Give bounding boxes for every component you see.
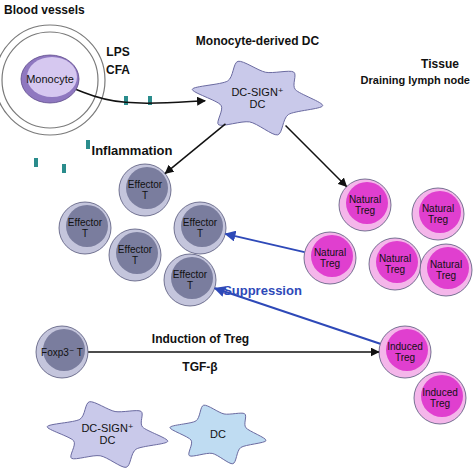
node-label: DC-SIGN⁺ DC — [227, 85, 289, 109]
node-label: Effector T — [114, 244, 156, 266]
dendritic-cell: DC-SIGN⁺ DC — [45, 396, 170, 472]
t-cell: Effector T — [118, 163, 172, 217]
node-label: Monocyte-derived DC — [196, 35, 319, 48]
annotation: LPS — [106, 45, 129, 59]
t-cell: Effector T — [163, 253, 217, 307]
node-label: Natural Treg — [309, 247, 351, 269]
node-label: DC — [187, 428, 249, 440]
treg-cell: Natural Treg — [338, 178, 392, 232]
treg-cell: Induced Treg — [378, 325, 432, 379]
dendritic-cell: DC — [168, 400, 268, 468]
edge-label: Induction of Treg — [152, 332, 249, 346]
annotation: TGF-β — [182, 360, 217, 374]
annotation: CFA — [106, 63, 130, 77]
annotation: Inflammation — [92, 143, 173, 158]
annotation: Tissue — [421, 57, 459, 71]
treg-cell: Natural Treg — [419, 243, 473, 297]
treg-cell: Natural Treg — [368, 237, 422, 291]
treg-cell: Natural Treg — [411, 187, 465, 241]
t-cell: Foxp3⁻ T — [35, 325, 89, 379]
arrow — [88, 351, 379, 353]
node-label: Monocyte — [21, 73, 79, 85]
suppression-arrow — [226, 234, 305, 252]
annotation: Draining lymph node — [361, 74, 470, 86]
treg-cell: Natural Treg — [303, 231, 357, 285]
t-cell: Effector T — [58, 201, 112, 255]
monocyte-cell: Monocyte — [20, 54, 80, 104]
node-label: Foxp3⁻ T — [41, 347, 83, 358]
node-label: Natural Treg — [417, 203, 459, 225]
node-label: DC-SIGN⁺ DC — [77, 422, 139, 446]
blood-vessel: MonocyteBlood vessels — [0, 24, 106, 136]
treg-cell: Induced Treg — [413, 371, 467, 425]
node-label: Induced Treg — [384, 341, 426, 363]
lps-particle — [62, 164, 66, 173]
t-cell: Effector T — [173, 201, 227, 255]
node-label: Natural Treg — [425, 259, 467, 281]
node-label: Effector T — [64, 217, 106, 239]
arrow — [165, 124, 225, 174]
lps-particle — [148, 96, 152, 105]
node-label: Induced Treg — [419, 387, 461, 409]
node-label: Effector T — [124, 179, 166, 201]
node-label: Effector T — [179, 217, 221, 239]
node-label: Blood vessels — [4, 4, 85, 17]
node-label: Effector T — [169, 269, 211, 291]
t-cell: Effector T — [108, 228, 162, 282]
lps-particle — [34, 158, 38, 167]
edge-label: Suppression — [223, 283, 302, 298]
node-label: Natural Treg — [374, 253, 416, 275]
node-label: Natural Treg — [344, 194, 386, 216]
arrow — [286, 126, 347, 187]
dendritic-cell: Monocyte-derived DCDC-SIGN⁺ DC — [190, 55, 325, 140]
lps-particle — [124, 96, 128, 105]
lps-particle — [86, 140, 90, 149]
